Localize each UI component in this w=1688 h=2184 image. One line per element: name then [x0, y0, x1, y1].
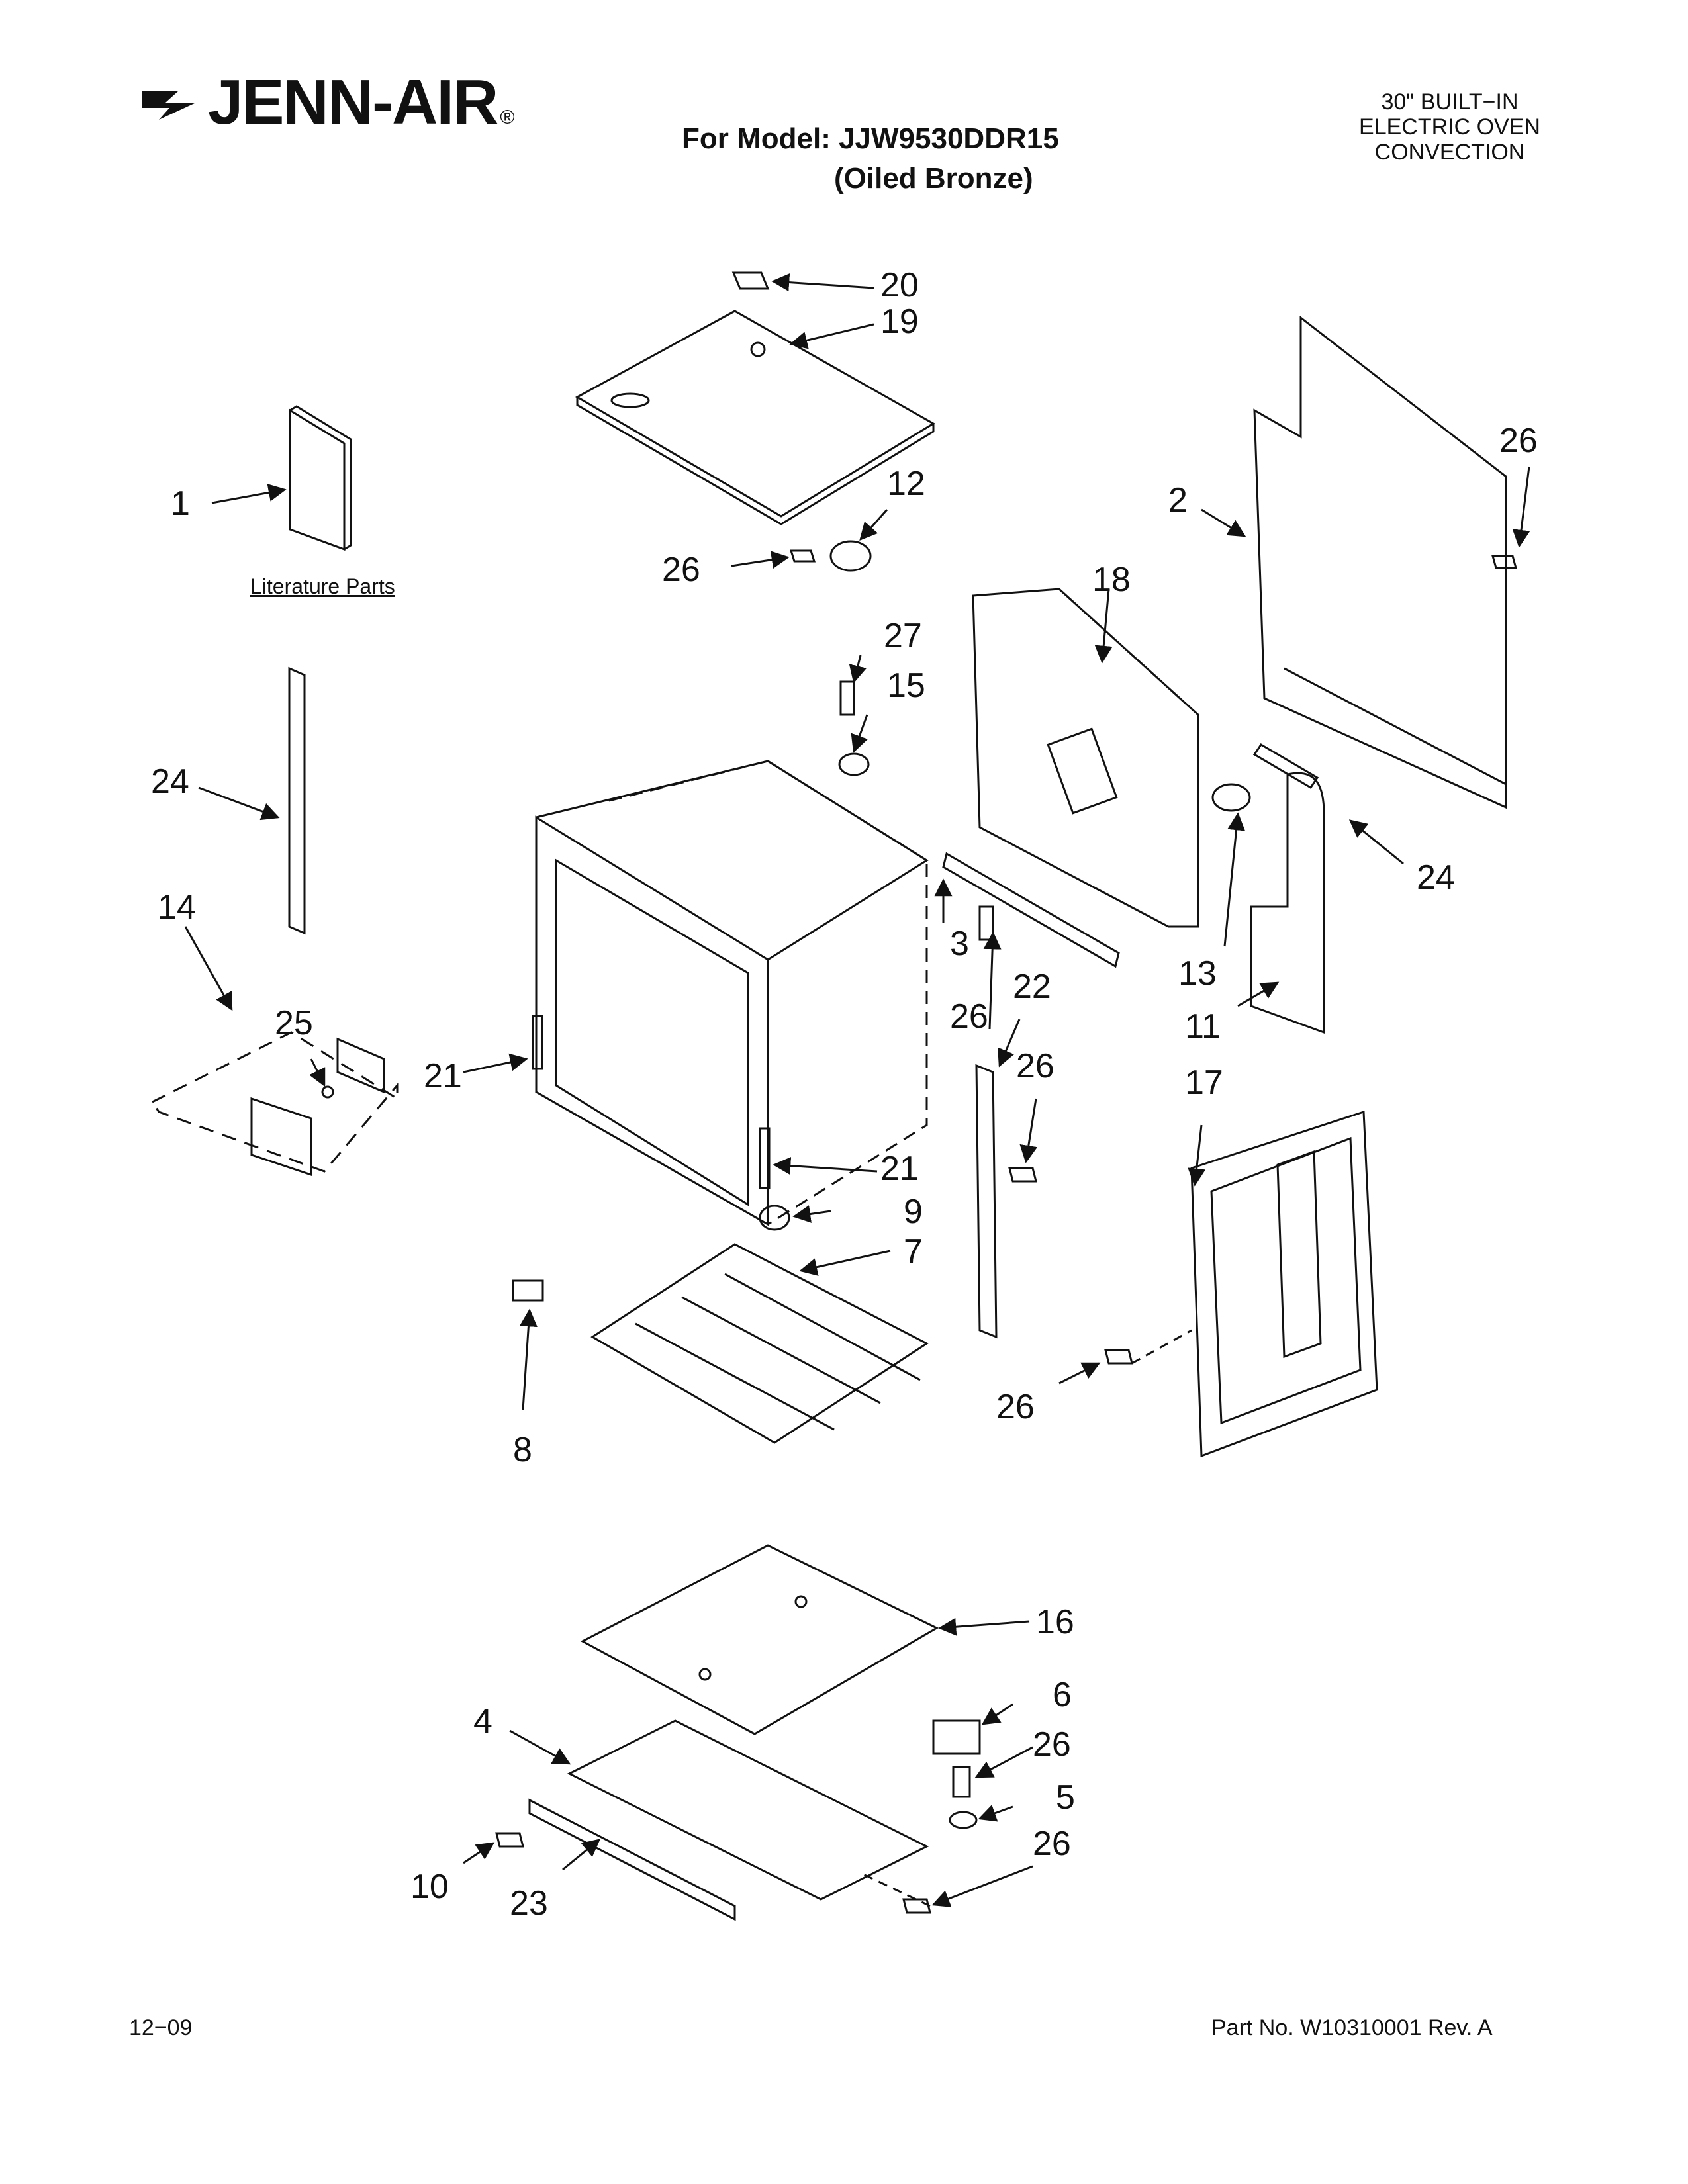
callout-11: 11 — [1185, 1007, 1221, 1046]
part-19-top-panel — [575, 310, 935, 518]
part-16-bottom-panel — [580, 1544, 939, 1735]
part-13-thermostat — [1211, 783, 1251, 812]
part-21-hinge-slot — [759, 1127, 771, 1189]
callout-24: 24 — [1417, 858, 1455, 897]
callout-23: 23 — [510, 1884, 548, 1923]
part-24-horizontal-trim — [1252, 743, 1319, 790]
part-oven-cavity — [535, 815, 769, 1226]
part-3-bracket — [942, 852, 1120, 968]
callout-16: 16 — [1036, 1603, 1074, 1641]
callout-26: 26 — [996, 1388, 1035, 1426]
callout-12: 12 — [887, 465, 925, 503]
callout-9: 9 — [904, 1193, 923, 1231]
callout-2: 2 — [1168, 481, 1188, 520]
callout-17: 17 — [1185, 1064, 1223, 1102]
callout-22: 22 — [1013, 968, 1051, 1006]
product-type-line: ELECTRIC OVEN — [1359, 114, 1540, 140]
model-line: For Model: JJW9530DDR15 — [682, 122, 1059, 155]
callout-26: 26 — [662, 551, 700, 589]
callout-21: 21 — [880, 1150, 919, 1188]
callout-1: 1 — [171, 484, 190, 523]
callout-6: 6 — [1053, 1676, 1072, 1714]
part-26-screw-3 — [952, 1766, 971, 1798]
callout-26: 26 — [1016, 1047, 1055, 1085]
callout-19: 19 — [880, 302, 919, 341]
callout-7: 7 — [904, 1232, 923, 1271]
part-18-rear-panel — [972, 588, 1199, 928]
part-22-rail — [975, 1064, 998, 1339]
finish-line: (Oiled Bronze) — [834, 162, 1033, 195]
product-type-line: CONVECTION — [1374, 140, 1525, 165]
callout-15: 15 — [887, 666, 925, 705]
callout-26: 26 — [1033, 1825, 1071, 1863]
part-8-switch — [512, 1279, 544, 1302]
part-number: Part No. W10310001 Rev. A — [1211, 2015, 1493, 2040]
part-15-ring — [838, 752, 870, 776]
callout-13: 13 — [1178, 954, 1217, 993]
product-type-line: 30" BUILT−IN — [1381, 89, 1519, 114]
part-9-knob — [759, 1205, 790, 1231]
part-12-filter — [829, 540, 872, 572]
part-2-back-panel — [1253, 315, 1507, 809]
part-6-bracket — [932, 1719, 981, 1755]
part-26-screw-2 — [978, 905, 994, 941]
callout-21: 21 — [424, 1057, 462, 1095]
callout-26: 26 — [950, 997, 988, 1036]
part-11-duct — [1250, 772, 1325, 1034]
callout-25: 25 — [275, 1004, 313, 1042]
part-21-hinge-slot — [532, 1015, 543, 1070]
part-25-lamp-lens — [250, 1097, 312, 1177]
part-4-base-pan — [567, 1719, 929, 1901]
callout-14: 14 — [158, 888, 196, 927]
part-20-plate — [731, 271, 770, 290]
jenn-air-swoosh-icon — [142, 91, 196, 120]
callout-27: 27 — [884, 617, 922, 655]
callout-24: 24 — [151, 762, 189, 801]
brand-logo: JENN-AIR ® — [139, 63, 514, 142]
brand-name: JENN-AIR — [208, 67, 498, 138]
callout-26: 26 — [1499, 422, 1538, 460]
product-type: 30" BUILT−IN ELECTRIC OVEN CONVECTION — [1278, 89, 1622, 165]
part-17-door-frame — [1190, 1110, 1378, 1458]
callout-3: 3 — [950, 925, 969, 963]
callout-5: 5 — [1056, 1778, 1075, 1817]
callout-4: 4 — [473, 1702, 492, 1741]
callout-20: 20 — [880, 266, 919, 304]
revision-date: 12−09 — [129, 2015, 193, 2040]
part-7-bottom-tray — [590, 1243, 929, 1444]
callout-10: 10 — [410, 1868, 449, 1906]
part-23-rail — [528, 1798, 736, 1921]
callout-8: 8 — [513, 1431, 532, 1469]
part-5-washer — [949, 1811, 978, 1829]
part-26-screw — [789, 549, 816, 563]
part-27-screw — [839, 680, 855, 716]
literature-parts-label: Literature Parts — [250, 574, 395, 598]
callout-18: 18 — [1092, 561, 1131, 599]
brand-registered-mark: ® — [500, 107, 515, 128]
callout-26: 26 — [1033, 1725, 1071, 1764]
part-10-screw — [495, 1832, 524, 1848]
part-24-vertical-trim — [288, 666, 306, 935]
part-14-lamp-kit-outline — [150, 1031, 399, 1173]
